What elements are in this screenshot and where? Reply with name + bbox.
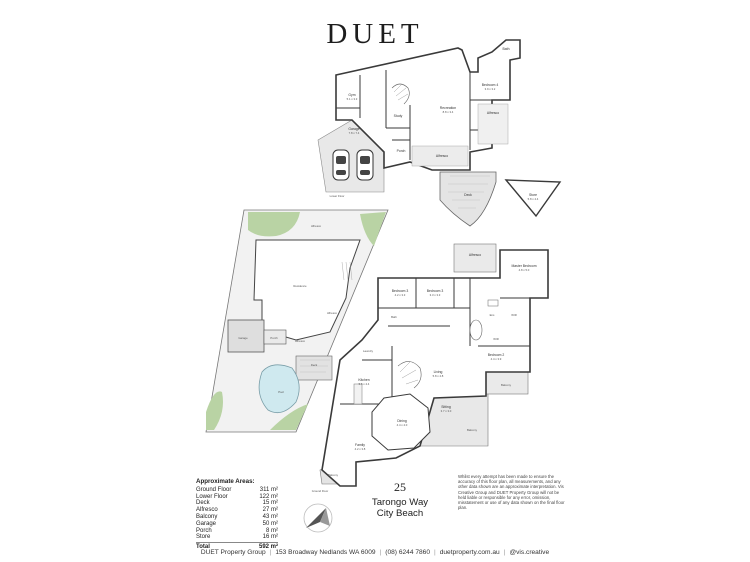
brand-logo: DUET	[326, 18, 424, 50]
room-label: Bedroom 4	[482, 83, 499, 87]
room-label: Laundry	[363, 349, 374, 353]
room-label: Garage	[238, 336, 248, 340]
ground-floor-plan: Alfresco Master Bedroom 4.8 x 5.0 Bedroo…	[312, 243, 549, 493]
room-label: WIR	[511, 313, 516, 317]
room-label: Ens	[490, 313, 495, 317]
room-label: Bath	[391, 315, 397, 319]
room-dims: 4.4 x 4.0	[397, 423, 408, 427]
room-dims: 5.1 x 3.3	[347, 97, 358, 101]
compass-icon	[303, 503, 333, 533]
room-label: Kitchen	[358, 378, 369, 382]
room-label: Garage	[348, 127, 359, 131]
footer-address: 153 Broadway Nedlands WA 6009	[275, 549, 376, 556]
room-label: Study	[394, 114, 403, 118]
room-label: Porch	[270, 336, 278, 340]
car-icon	[332, 149, 350, 181]
disclaimer: Whilst every attempt has been made to en…	[458, 474, 565, 511]
room-label: Dining	[397, 419, 407, 423]
room-dims: 4.2 x 3.3	[395, 293, 406, 297]
lower-floor-plan: Gym 5.1 x 3.3 Garage 7.8 x 7.4 Study Por…	[317, 39, 562, 227]
room-dims: 3.3 x 3.3	[430, 293, 441, 297]
footer-credit[interactable]: @vis.creative	[509, 549, 550, 556]
room-label: Balcony	[328, 473, 339, 477]
room-label: Alfresco	[327, 311, 338, 315]
room-label: Sitting	[441, 405, 451, 409]
room-dims: 7.8 x 7.4	[349, 131, 360, 135]
room-label: Bath	[503, 47, 510, 51]
room-dims: 4.4 x 3.9	[491, 357, 502, 361]
room-label: Alfresco	[487, 111, 499, 115]
room-label: Balcony	[501, 383, 512, 387]
room-label: Master Bedroom	[511, 264, 536, 268]
room-label: Alfresco	[311, 224, 322, 228]
footer: DUET Property Group|153 Broadway Nedland…	[200, 549, 550, 556]
suburb: City Beach	[376, 508, 424, 519]
property-address: 25 Tarongo Way City Beach	[350, 480, 450, 519]
room-label: Store	[529, 193, 537, 197]
room-label: Bedroom 3	[427, 289, 444, 293]
room-dims: 4.2 x 3.8	[355, 447, 366, 451]
street-number: 25	[394, 480, 406, 494]
room-label: Deck	[311, 363, 318, 367]
room-dims: 3.7 x 3.0	[441, 409, 452, 413]
room-label: Deck	[464, 193, 472, 197]
areas-heading: Approximate Areas:	[196, 478, 255, 485]
footer-website[interactable]: duetproperty.com.au	[439, 549, 500, 556]
room-label: Porch	[397, 149, 406, 153]
car-icon	[356, 149, 374, 181]
room-label: Balcony	[467, 428, 478, 432]
room-label: Bedroom 3	[392, 289, 409, 293]
site-plan: Alfresco Residence Alfresco Garage Porch…	[205, 209, 389, 433]
room-label: Recreation	[440, 106, 457, 110]
room-label: Residence	[293, 284, 307, 288]
footer-company: DUET Property Group	[200, 549, 266, 556]
room-dims: 3.9 x 3.2	[485, 87, 496, 91]
room-dims: 5.8 x 4.8	[433, 374, 444, 378]
street-name: Tarongo Way	[371, 497, 429, 508]
room-label: Pool	[278, 390, 284, 394]
room-label: Living	[434, 370, 443, 374]
room-label: Alfresco	[469, 253, 481, 257]
room-label: Bedroom 2	[488, 353, 505, 357]
footer-phone[interactable]: (08) 6244 7860	[385, 549, 430, 556]
room-label: Gym	[348, 93, 355, 97]
room-dims: 8.8 x 3.4	[443, 110, 454, 114]
room-label: Alfresco	[295, 339, 306, 343]
room-label: Family	[355, 443, 365, 447]
room-dims: 5.8 x 4.4	[528, 197, 539, 201]
room-label: Alfresco	[436, 154, 448, 158]
room-dims: 5.5 x 4.4	[359, 382, 370, 386]
room-label: WIR	[493, 337, 498, 341]
room-dims: 4.8 x 5.0	[519, 268, 530, 272]
floor-label: Lower Floor	[330, 194, 345, 198]
floor-label: Ground Floor	[312, 489, 329, 493]
